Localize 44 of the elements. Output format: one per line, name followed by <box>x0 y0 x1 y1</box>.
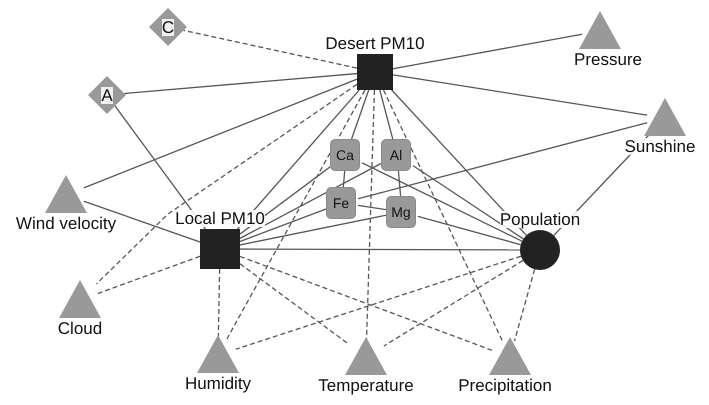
node-label: Temperature <box>318 377 414 394</box>
link-line <box>358 204 386 210</box>
link-line <box>418 216 521 246</box>
dashed-link <box>183 30 358 69</box>
link-line <box>342 170 346 188</box>
link-line <box>412 165 524 240</box>
dashed-link <box>98 256 200 294</box>
dashed-link <box>240 263 349 344</box>
dashed-link <box>226 90 366 340</box>
node-label: Humidity <box>184 375 252 392</box>
link-line <box>124 72 358 94</box>
element-box: Al <box>381 139 411 171</box>
dashed-link <box>96 84 358 284</box>
link-line <box>240 208 326 242</box>
node-label: Cloud <box>58 320 102 337</box>
link-line <box>84 78 358 188</box>
link-line <box>362 162 522 242</box>
link-line <box>358 122 648 200</box>
element-box: Fe <box>326 187 356 219</box>
node-label: Sunshine <box>624 138 696 155</box>
element-box: Mg <box>386 196 416 228</box>
link-line <box>391 90 527 236</box>
node-label: Precipitation <box>458 377 552 394</box>
node-label: Wind velocity <box>16 215 116 232</box>
dashed-link <box>514 269 536 342</box>
link-line <box>84 200 200 243</box>
node-label: Local PM10 <box>175 210 265 227</box>
link-line <box>240 248 520 251</box>
link-line <box>392 74 648 116</box>
dashed-link <box>382 90 503 342</box>
node-label: Population <box>500 211 580 228</box>
node-label: Desert PM10 <box>325 35 425 52</box>
element-box: Ca <box>330 139 360 171</box>
link-line <box>392 34 582 70</box>
link-line <box>350 90 370 140</box>
link-line <box>240 214 386 246</box>
dashed-link <box>366 90 376 341</box>
link-line <box>379 90 394 140</box>
link-line <box>398 170 402 196</box>
node-label: A <box>101 86 113 104</box>
link-line <box>237 90 360 230</box>
node-label: Pressure <box>574 51 642 68</box>
dashed-link <box>384 260 524 347</box>
link-line <box>240 162 382 239</box>
